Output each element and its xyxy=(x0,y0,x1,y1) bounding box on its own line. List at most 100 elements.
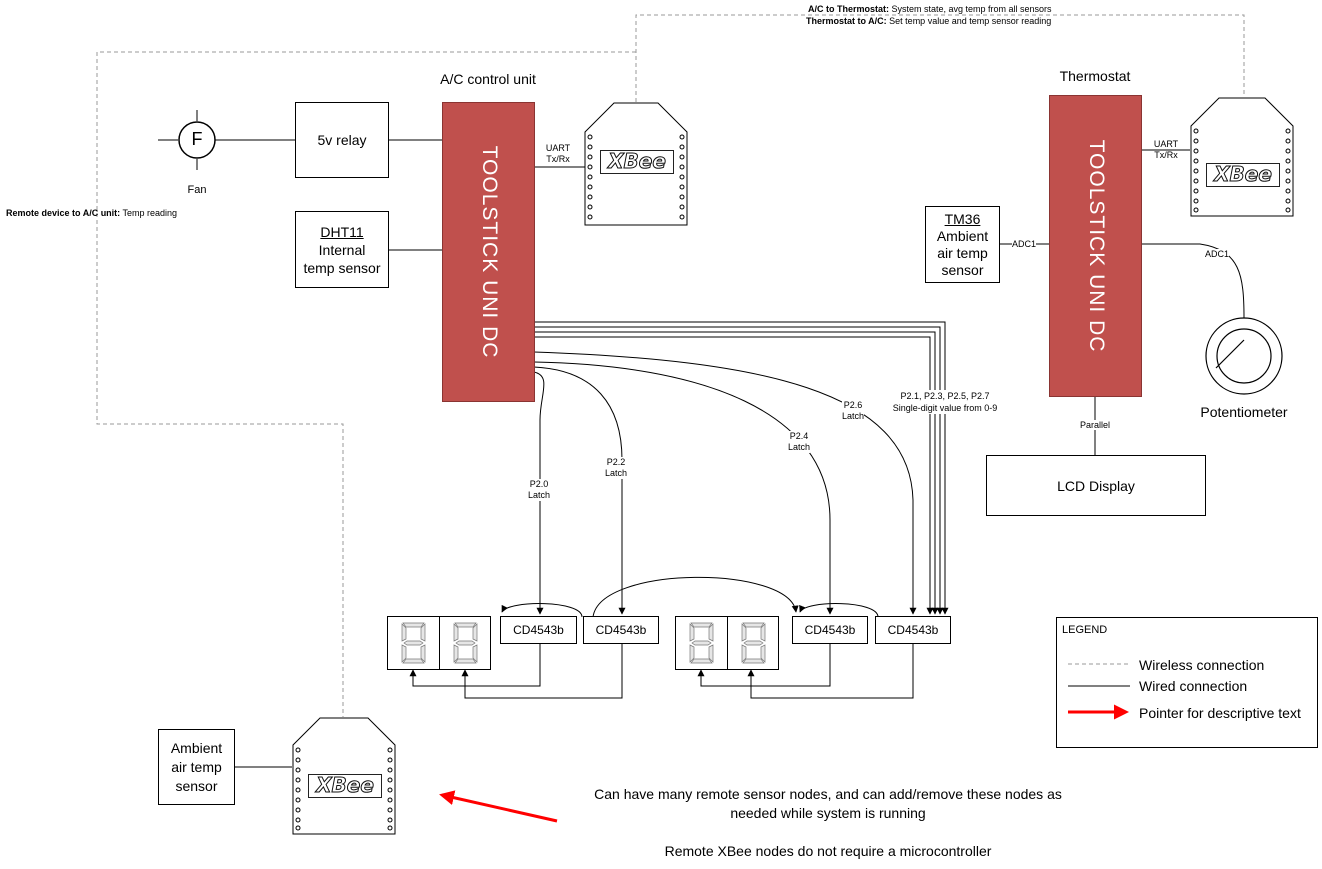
adc-right-label: ADC1 xyxy=(1205,249,1230,259)
ac-xbee-module: XBee xyxy=(584,102,688,226)
thermostat-uart-line2: Tx/Rx xyxy=(1154,150,1178,160)
remote-sensor-line3: sensor xyxy=(175,777,218,794)
relay-label: 5v relay xyxy=(317,132,367,148)
seven-segment-digit-icon xyxy=(401,622,426,664)
ac-unit-wiring xyxy=(158,110,585,251)
digit-4 xyxy=(727,617,779,669)
latch-p20-line1: P2.0 xyxy=(529,479,549,489)
thermostat-uart-line1: UART xyxy=(1153,139,1179,149)
thermostat-xbee-module: XBee xyxy=(1190,97,1294,217)
potentiometer-label: Potentiometer xyxy=(1200,404,1288,420)
seven-segment-digit-icon xyxy=(453,622,478,664)
xbee-logo: XBee xyxy=(600,150,674,174)
segment xyxy=(742,658,765,664)
segment xyxy=(741,644,747,663)
remote-wireless-note: Remote device to A/C unit: Temp reading xyxy=(6,208,177,218)
ac-unit-title: A/C control unit xyxy=(440,71,536,87)
fan-label: Fan xyxy=(187,184,207,196)
legend-wireless-label: Wireless connection xyxy=(1139,657,1265,673)
segment xyxy=(472,644,478,663)
segment xyxy=(689,644,695,663)
wireless-note-ac-bold: A/C to Thermostat: xyxy=(808,4,889,14)
latch-p26-line1: P2.6 xyxy=(843,400,863,410)
tm36-line3: sensor xyxy=(941,261,984,278)
red-pointer xyxy=(439,790,558,823)
segment xyxy=(690,658,713,664)
adc-left-label: ADC1 xyxy=(1012,239,1037,249)
seven-segment-digit-icon xyxy=(689,622,714,664)
relay-box: 5v relay xyxy=(295,102,389,178)
seven-segment-digit-icon xyxy=(741,622,766,664)
legend-wired-label: Wired connection xyxy=(1139,678,1248,694)
tm36-title: TM36 xyxy=(944,210,981,227)
latch-p24-line1: P2.4 xyxy=(789,431,809,441)
remote-sensor-box: Ambient air temp sensor xyxy=(158,729,235,805)
remote-note-text: Temp reading xyxy=(120,208,178,218)
segment xyxy=(402,658,425,664)
ac-uart-label: UART Tx/Rx xyxy=(546,143,570,165)
latch-p26-line2: Latch xyxy=(841,411,865,421)
remote-sensor-line1: Ambient xyxy=(170,739,223,756)
tm36-line1: Ambient xyxy=(936,227,989,244)
data-bus-label: P2.1, P2.3, P2.5, P2.7 Single-digit valu… xyxy=(892,390,998,414)
wireless-note-thermo-bold: Thermostat to A/C: xyxy=(806,16,887,26)
latch-p24-line2: Latch xyxy=(787,442,811,452)
driver-1-label: CD4543b xyxy=(513,623,564,637)
segment xyxy=(691,640,712,646)
xbee-outline-icon xyxy=(1190,97,1294,217)
dht11-title: DHT11 xyxy=(320,223,364,240)
xbee-outline-icon xyxy=(292,717,396,835)
data-bus-line2: Single-digit value from 0-9 xyxy=(892,403,998,413)
segment xyxy=(453,644,459,663)
segment xyxy=(420,644,426,663)
ac-mcu-label: TOOLSTICK UNI DC xyxy=(477,145,501,359)
seven-segment-display-2 xyxy=(675,616,779,670)
thermostat-uart-label: UART Tx/Rx xyxy=(1154,139,1178,161)
segment xyxy=(708,644,714,663)
tm36-line2: air temp xyxy=(937,244,988,261)
potentiometer-icon xyxy=(1205,317,1283,395)
segment xyxy=(708,623,714,642)
driver-cd4543b-1: CD4543b xyxy=(500,616,577,644)
legend-box xyxy=(1056,617,1318,748)
latch-p20-line2: Latch xyxy=(527,490,551,500)
wireless-note-thermo-text: Set temp value and temp sensor reading xyxy=(886,16,1052,26)
wireless-note-ac-text: System state, avg temp from all sensors xyxy=(889,4,1052,14)
thermostat-mcu-block: TOOLSTICK UNI DC xyxy=(1049,95,1142,397)
segment xyxy=(689,623,695,642)
ac-mcu-block: TOOLSTICK UNI DC xyxy=(442,102,535,402)
digit-1 xyxy=(388,617,439,669)
driver-2-label: CD4543b xyxy=(595,623,647,637)
latch-p26-label: P2.6 Latch xyxy=(841,400,865,422)
xbee-outline-icon xyxy=(584,102,688,226)
segment xyxy=(401,644,407,663)
parallel-label: Parallel xyxy=(1079,420,1111,430)
digit-3 xyxy=(676,617,727,669)
lcd-display-label: LCD Display xyxy=(1057,477,1135,494)
latch-p22-line1: P2.2 xyxy=(606,457,626,467)
remote-sensor-line2: air temp xyxy=(171,758,222,775)
driver-4-label: CD4543b xyxy=(887,623,939,637)
driver-cd4543b-4: CD4543b xyxy=(875,616,951,644)
segment xyxy=(743,640,764,646)
segment xyxy=(454,622,477,628)
driver-3-label: CD4543b xyxy=(804,623,856,637)
segment xyxy=(741,623,747,642)
data-bus xyxy=(534,321,949,615)
note-line-2: needed while system is running xyxy=(730,805,926,821)
remote-xbee-module: XBee xyxy=(292,717,396,835)
latch-p22-line2: Latch xyxy=(604,468,628,478)
segment xyxy=(472,623,478,642)
note-line-3: Remote XBee nodes do not require a micro… xyxy=(664,843,992,859)
dht11-box: DHT11 Internal temp sensor xyxy=(295,211,389,288)
latch-p24-label: P2.4 Latch xyxy=(787,431,811,453)
segment xyxy=(760,644,766,663)
segment xyxy=(402,622,425,628)
lcd-display-box: LCD Display xyxy=(986,455,1206,516)
dht11-line1: Internal xyxy=(318,241,366,258)
segment xyxy=(454,658,477,664)
note-line-1: Can have many remote sensor nodes, and c… xyxy=(594,786,1062,802)
digit-2 xyxy=(439,617,491,669)
segment xyxy=(455,640,476,646)
